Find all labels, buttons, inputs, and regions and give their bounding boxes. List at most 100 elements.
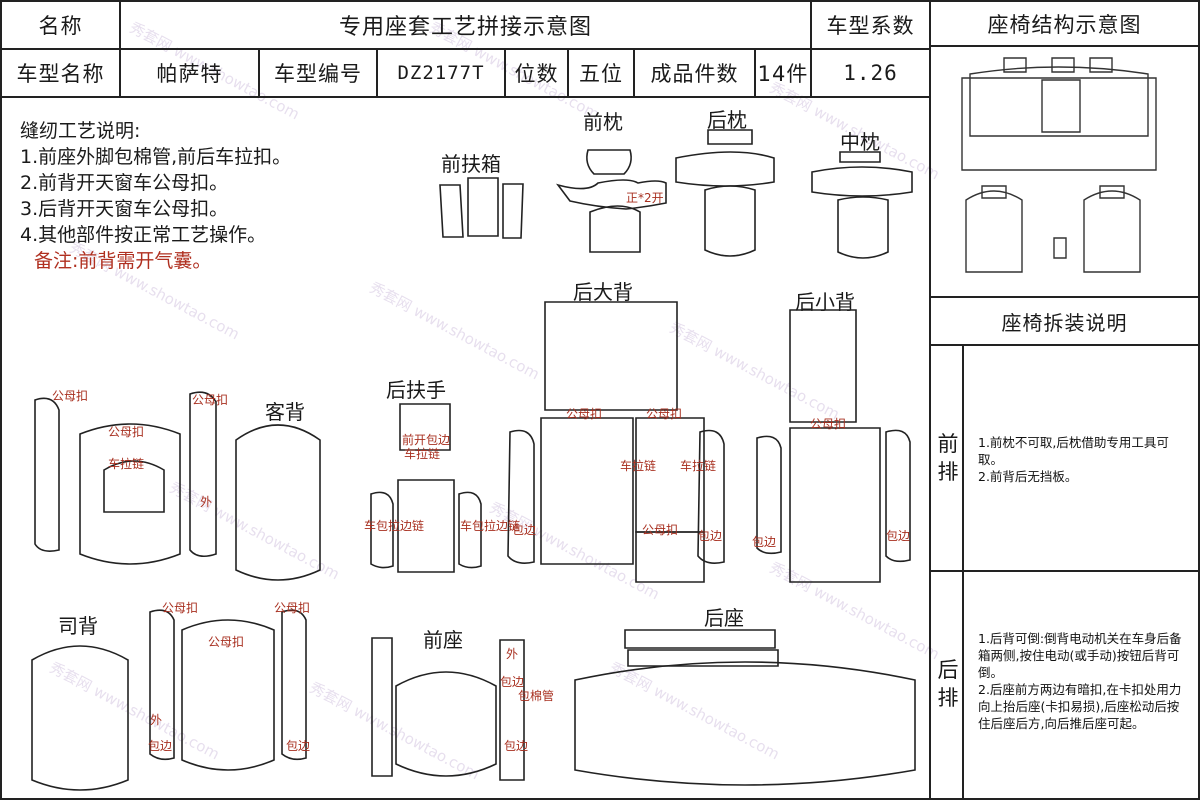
structure-front-seat [965, 190, 1023, 273]
annotation-outer: 外 [150, 713, 162, 727]
structure-headrest [981, 185, 1007, 199]
annotation-outer: 外 [506, 647, 518, 661]
headrest-piece [589, 205, 641, 253]
armbox-piece [502, 183, 524, 239]
zipper-frame [103, 460, 165, 513]
annotation-edge: 包边 [286, 739, 310, 753]
pieces-value: 14件 [757, 62, 809, 86]
back-piece [540, 417, 634, 565]
annotation-edge: 包边 [512, 523, 536, 537]
annotation-snap: 公母扣 [274, 601, 310, 615]
headrest-piece [837, 196, 889, 259]
part-title-rear-seat: 后座 [704, 606, 744, 630]
watermark-text: 秀套网 www.showtao.com [46, 658, 223, 764]
armrest-piece [458, 491, 482, 569]
headrest-piece [555, 179, 667, 210]
front-row-text: 1.前枕不可取,后枕借助专用工具可取。 2.前背后无挡板。 [978, 435, 1169, 484]
back-piece [635, 531, 705, 583]
headrest-piece [675, 151, 775, 187]
seat-piece [499, 639, 525, 781]
armbox-piece [439, 184, 464, 238]
sewing-remark: 备注:前背需开气囊。 [34, 250, 212, 272]
structure-rear-bench [961, 77, 1157, 171]
coefficient-value: 1.26 [843, 61, 898, 85]
sewing-note-item: 3.后背开天窗车公母扣。 [20, 198, 229, 220]
armrest-piece [399, 403, 451, 451]
annotation-edge: 包边 [752, 535, 776, 549]
annotation-outer: 外 [200, 495, 212, 509]
structure-title: 座椅结构示意图 [987, 12, 1142, 37]
annotation-edge: 包边 [504, 739, 528, 753]
back-piece [885, 429, 911, 563]
part-title-rear-headrest: 后枕 [707, 108, 747, 132]
model-name-label: 车型名称 [16, 62, 105, 86]
part-title-rear-big-back: 后大背 [573, 280, 633, 304]
back-piece [544, 301, 678, 411]
headrest-piece [586, 149, 632, 175]
annotation-edge: 包边 [500, 675, 524, 689]
back-piece [635, 417, 705, 533]
annotation-snap: 公母扣 [646, 407, 682, 421]
back-piece [181, 619, 275, 771]
back-piece [756, 435, 782, 555]
part-title-driver-back: 司背 [58, 614, 98, 638]
watermark-text: 秀套网 www.showtao.com [306, 678, 483, 784]
seats-label: 位数 [514, 62, 559, 86]
name-label: 名称 [38, 14, 83, 38]
front-row-label: 前排 [937, 432, 959, 484]
back-piece [34, 397, 60, 552]
part-title-rear-small-back: 后小背 [795, 290, 855, 314]
structure-headrest [1051, 57, 1075, 73]
armrest-piece [370, 491, 394, 569]
part-title-front-seat: 前座 [423, 628, 463, 652]
watermark-text: 秀套网 www.showtao.com [666, 318, 843, 424]
model-name-value: 帕萨特 [156, 62, 223, 86]
annotation-snap: 公母扣 [566, 407, 602, 421]
pieces-label: 成品件数 [650, 62, 739, 86]
annotation-snap: 公母扣 [108, 425, 144, 439]
rear-row-label: 后排 [937, 658, 959, 710]
annotation-edge-zip: 车包拉边链 [460, 518, 520, 533]
annotation-edge: 包边 [698, 529, 722, 543]
part-title-front-headrest: 前枕 [583, 110, 623, 134]
back-piece [149, 609, 175, 761]
structure-headrest [1003, 57, 1027, 73]
annotation-snap: 公母扣 [162, 601, 198, 615]
annotation-zipper: 车拉链 [620, 458, 656, 473]
disassembly-title: 座椅拆装说明 [1001, 310, 1128, 335]
annotation-edge-zip: 车包拉边链 [364, 518, 424, 533]
annotation-edge: 包边 [886, 529, 910, 543]
seat-piece [371, 637, 393, 777]
structure-rear-back [969, 66, 1149, 137]
structure-headrest [1099, 185, 1125, 199]
sewing-note-item: 4.其他部件按正常工艺操作。 [20, 224, 267, 246]
part-title-rear-armrest: 后扶手 [386, 378, 446, 402]
annotation-front-open-zip: 车拉链 [404, 446, 440, 461]
watermark-text: 秀套网 www.showtao.com [166, 478, 343, 584]
sewing-notes: 缝纫工艺说明: 1.前座外脚包棉管,前后车拉扣。 2.前背开天窗车公母扣。 3.… [20, 118, 291, 274]
seat-piece [395, 671, 497, 777]
sewing-notes-heading: 缝纫工艺说明: [20, 120, 141, 142]
rear-row-text: 1.后背可倒:倒背电动机关在车身后备箱两侧,按住电动(或手动)按钮后背可倒。 2… [978, 631, 1182, 731]
structure-armbox [1053, 237, 1067, 259]
watermark-text: 秀套网 www.showtao.com [366, 278, 543, 384]
annotation-snap: 公母扣 [810, 417, 846, 431]
structure-front-seat [1083, 190, 1141, 273]
annotation-zipper: 车拉链 [680, 458, 716, 473]
back-piece [789, 427, 881, 583]
part-title-passenger-back: 客背 [265, 400, 305, 424]
headrest-piece [811, 166, 913, 197]
back-piece [281, 609, 307, 761]
annotation-snap: 公母扣 [642, 523, 678, 537]
document-title: 专用座套工艺拼接示意图 [338, 15, 592, 40]
seat-piece [574, 661, 916, 786]
back-piece [79, 423, 181, 565]
annotation-cotton-tube: 包棉管 [518, 688, 554, 703]
watermark-text: 秀套网 www.showtao.com [486, 498, 663, 604]
seats-value: 五位 [579, 62, 623, 86]
model-code-label: 车型编号 [274, 62, 362, 86]
back-piece [789, 309, 857, 423]
sewing-note-item: 1.前座外脚包棉管,前后车拉扣。 [20, 146, 292, 168]
part-title-middle-headrest: 中枕 [840, 130, 880, 154]
armbox-piece [467, 177, 499, 237]
